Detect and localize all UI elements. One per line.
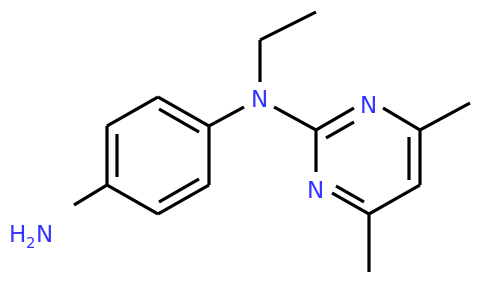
pyrimidine-ring — [314, 106, 422, 216]
bond-benzene-inner-1 — [158, 107, 200, 134]
amine-h-label: H — [9, 222, 26, 248]
bond-methyl-top — [419, 101, 471, 132]
bond-bridge-n-to-pyrimidine — [273, 105, 317, 132]
bond-benzene-4 — [106, 183, 159, 216]
amine-h-count: 2 — [26, 234, 36, 252]
ring-n-top-label: N — [360, 93, 377, 119]
bond-ethyl-2 — [259, 10, 317, 42]
bridge-n-label: N — [251, 87, 268, 113]
bond-benzene-6 — [106, 95, 159, 128]
amine-n-label: N — [36, 222, 53, 248]
bond-pyr-c2-n3 — [315, 106, 355, 132]
benzene-ring — [105, 95, 211, 216]
bond-ring-to-bridge-n — [208, 105, 245, 128]
bond-pyr-c5-c6 — [368, 183, 421, 216]
bond-pyr-c6-n1 — [331, 191, 370, 216]
bond-pyr-c2-n3-inner — [325, 120, 355, 140]
bond-pyr-c6-n1-inner — [335, 184, 365, 204]
ring-n-bottom-label: N — [307, 178, 324, 204]
bond-pyr-n3-c4 — [382, 106, 421, 132]
bond-benzene-inner-2 — [158, 177, 200, 204]
bond-benzene-1 — [157, 95, 210, 128]
bond-benzene-3 — [157, 183, 210, 216]
bond-amine — [73, 183, 108, 207]
amine-label: H 2 N — [9, 222, 53, 252]
